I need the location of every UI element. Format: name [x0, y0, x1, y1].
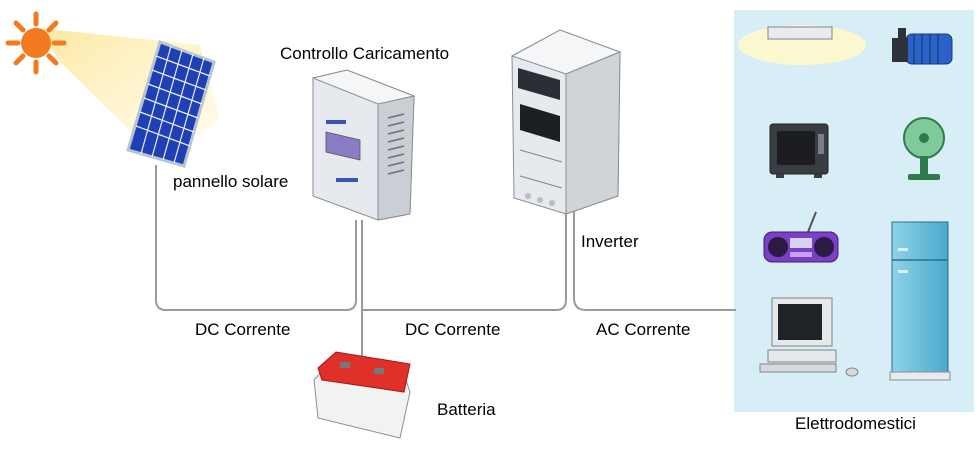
wire-controller-to-inverter	[362, 210, 567, 311]
ceiling-light-icon	[738, 25, 866, 65]
inverter-label: Inverter	[581, 232, 639, 251]
wires	[155, 165, 736, 375]
solar-panel-icon	[126, 40, 216, 168]
computer-icon	[759, 297, 859, 377]
water-pump-icon	[892, 28, 953, 65]
charge-controller-icon	[311, 69, 416, 221]
refrigerator-icon	[889, 221, 951, 381]
appliances-label: Elettrodomestici	[795, 414, 916, 433]
wire-inverter-to-appliances	[573, 210, 736, 311]
inverter-icon	[510, 29, 622, 215]
radio-icon	[763, 211, 839, 263]
charge-controller-label: Controllo Caricamento	[280, 44, 450, 63]
wire-panel-to-controller	[155, 165, 357, 311]
dc-current-label-1: DC Corrente	[195, 320, 291, 339]
solar-panel-label: pannello solare	[173, 172, 289, 191]
fan-icon	[903, 117, 945, 180]
battery-label: Batteria	[437, 400, 496, 419]
ac-current-label: AC Corrente	[596, 320, 691, 339]
television-icon	[769, 123, 829, 178]
dc-current-label-2: DC Corrente	[405, 320, 501, 339]
battery-icon	[313, 351, 411, 439]
